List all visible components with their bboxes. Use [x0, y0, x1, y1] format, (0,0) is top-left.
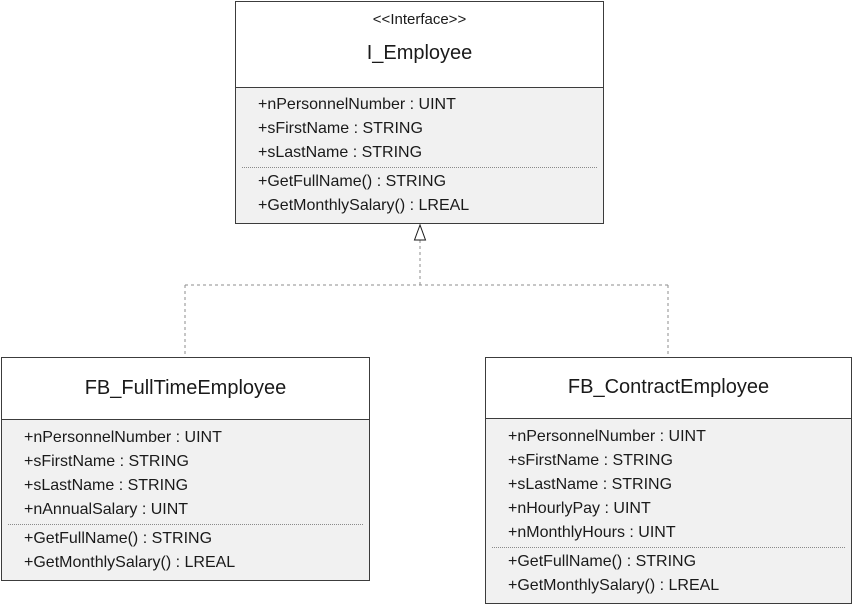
method-list: +GetFullName() : STRING +GetMonthlySalar… — [2, 527, 369, 575]
realization-lines — [184, 240, 669, 357]
method-item: +GetFullName() : STRING — [24, 530, 213, 547]
class-header: <<Interface>> I_Employee — [236, 2, 603, 88]
attribute-item: +sLastName : STRING — [24, 477, 189, 494]
realization-arrowhead-icon — [413, 223, 427, 241]
class-compartment: +nPersonnelNumber : UINT +sFirstName : S… — [2, 420, 369, 580]
attribute-item: +sLastName : STRING — [508, 476, 673, 493]
method-item: +GetMonthlySalary() : LREAL — [258, 197, 470, 214]
attribute-list: +nPersonnelNumber : UINT +sFirstName : S… — [2, 426, 369, 522]
attribute-item: +nAnnualSalary : UINT — [24, 501, 189, 518]
attribute-list: +nPersonnelNumber : UINT +sFirstName : S… — [486, 425, 851, 545]
attribute-item: +nPersonnelNumber : UINT — [24, 429, 222, 446]
method-list: +GetFullName() : STRING +GetMonthlySalar… — [236, 170, 603, 218]
method-item: +GetMonthlySalary() : LREAL — [508, 577, 720, 594]
class-name: I_Employee — [366, 42, 473, 64]
attribute-item: +nHourlyPay : UINT — [508, 500, 651, 517]
class-fb-fulltime-employee[interactable]: FB_FullTimeEmployee +nPersonnelNumber : … — [1, 357, 370, 581]
member-divider — [492, 547, 845, 548]
attribute-item: +sLastName : STRING — [258, 144, 423, 161]
interface-class-i-employee[interactable]: <<Interface>> I_Employee +nPersonnelNumb… — [235, 1, 604, 224]
class-compartment: +nPersonnelNumber : UINT +sFirstName : S… — [486, 419, 851, 603]
class-header: FB_FullTimeEmployee — [2, 358, 369, 420]
member-divider — [242, 167, 597, 168]
method-item: +GetMonthlySalary() : LREAL — [24, 554, 236, 571]
attribute-item: +sFirstName : STRING — [24, 453, 189, 470]
class-header: FB_ContractEmployee — [486, 358, 851, 419]
class-name: FB_FullTimeEmployee — [84, 377, 287, 399]
method-item: +GetFullName() : STRING — [258, 173, 447, 190]
attribute-item: +sFirstName : STRING — [258, 120, 423, 137]
class-name: FB_ContractEmployee — [567, 376, 770, 398]
attribute-item: +nPersonnelNumber : UINT — [258, 96, 456, 113]
attribute-item: +nMonthlyHours : UINT — [508, 524, 676, 541]
class-compartment: +nPersonnelNumber : UINT +sFirstName : S… — [236, 88, 603, 223]
stereotype-label: <<Interface>> — [372, 11, 467, 28]
class-fb-contract-employee[interactable]: FB_ContractEmployee +nPersonnelNumber : … — [485, 357, 852, 604]
attribute-item: +sFirstName : STRING — [508, 452, 673, 469]
member-divider — [8, 524, 363, 525]
method-item: +GetFullName() : STRING — [508, 553, 697, 570]
method-list: +GetFullName() : STRING +GetMonthlySalar… — [486, 550, 851, 598]
attribute-item: +nPersonnelNumber : UINT — [508, 428, 706, 445]
attribute-list: +nPersonnelNumber : UINT +sFirstName : S… — [236, 93, 603, 165]
